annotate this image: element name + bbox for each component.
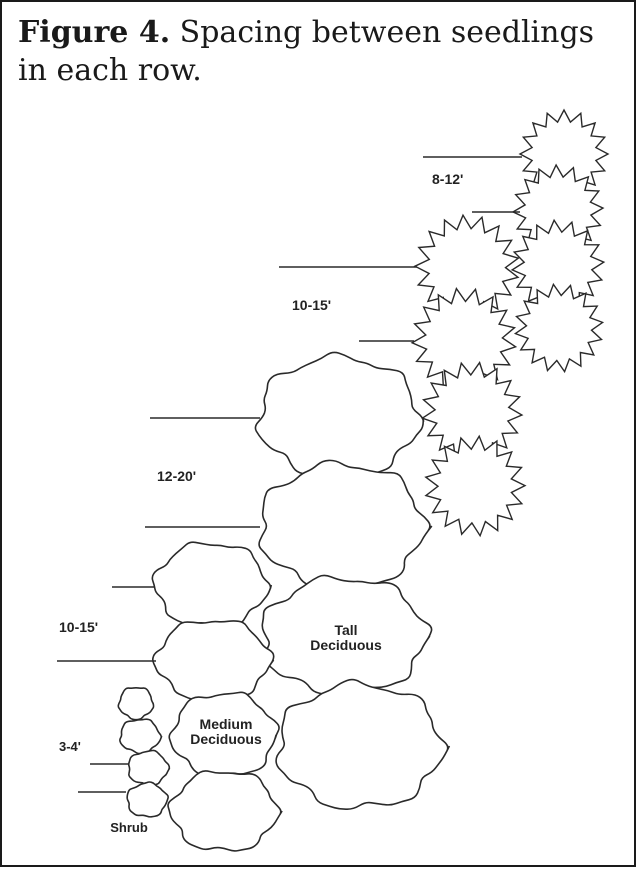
shrub-crown (126, 781, 169, 818)
tall-deciduous-crown (261, 574, 433, 698)
spacing-label-conifer-top: 8-12' (432, 171, 463, 187)
medium-deciduous-crown (168, 691, 280, 779)
figure-caption: Figure 4. Spacing between seedlings in e… (18, 14, 618, 90)
tall-deciduous-label-line2: Deciduous (310, 637, 382, 653)
shrub-label: Shrub (110, 820, 148, 835)
medium-deciduous-label-line2: Deciduous (190, 731, 262, 747)
medium-deciduous-crown (151, 541, 273, 629)
shrub-crown (119, 718, 163, 755)
spacing-lines (57, 156, 522, 793)
medium-deciduous-crown (167, 770, 283, 852)
medium-deciduous-crown (152, 620, 275, 701)
spacing-label-medium: 10-15' (59, 619, 98, 635)
figure-number: Figure 4. (18, 15, 171, 50)
spacing-label-shrub: 3-4' (59, 739, 81, 754)
shrub-crown (127, 749, 171, 787)
tall-deciduous-crown (258, 459, 433, 592)
tall-deciduous-crown (254, 351, 425, 479)
shrub-crown (117, 686, 155, 721)
tall-deciduous-label-line1: Tall (334, 622, 357, 638)
figure-caption-text: Spacing between seedlings in each row. (18, 15, 595, 88)
tree-crowns (117, 108, 610, 852)
conifer-crown-left (424, 434, 527, 538)
spacing-label-tall: 12-20' (157, 468, 196, 484)
spacing-label-conifer: 10-15' (292, 297, 331, 313)
conifer-crown-right (513, 282, 605, 374)
medium-deciduous-label-line1: Medium (200, 716, 253, 732)
tall-deciduous-crown (275, 678, 451, 811)
